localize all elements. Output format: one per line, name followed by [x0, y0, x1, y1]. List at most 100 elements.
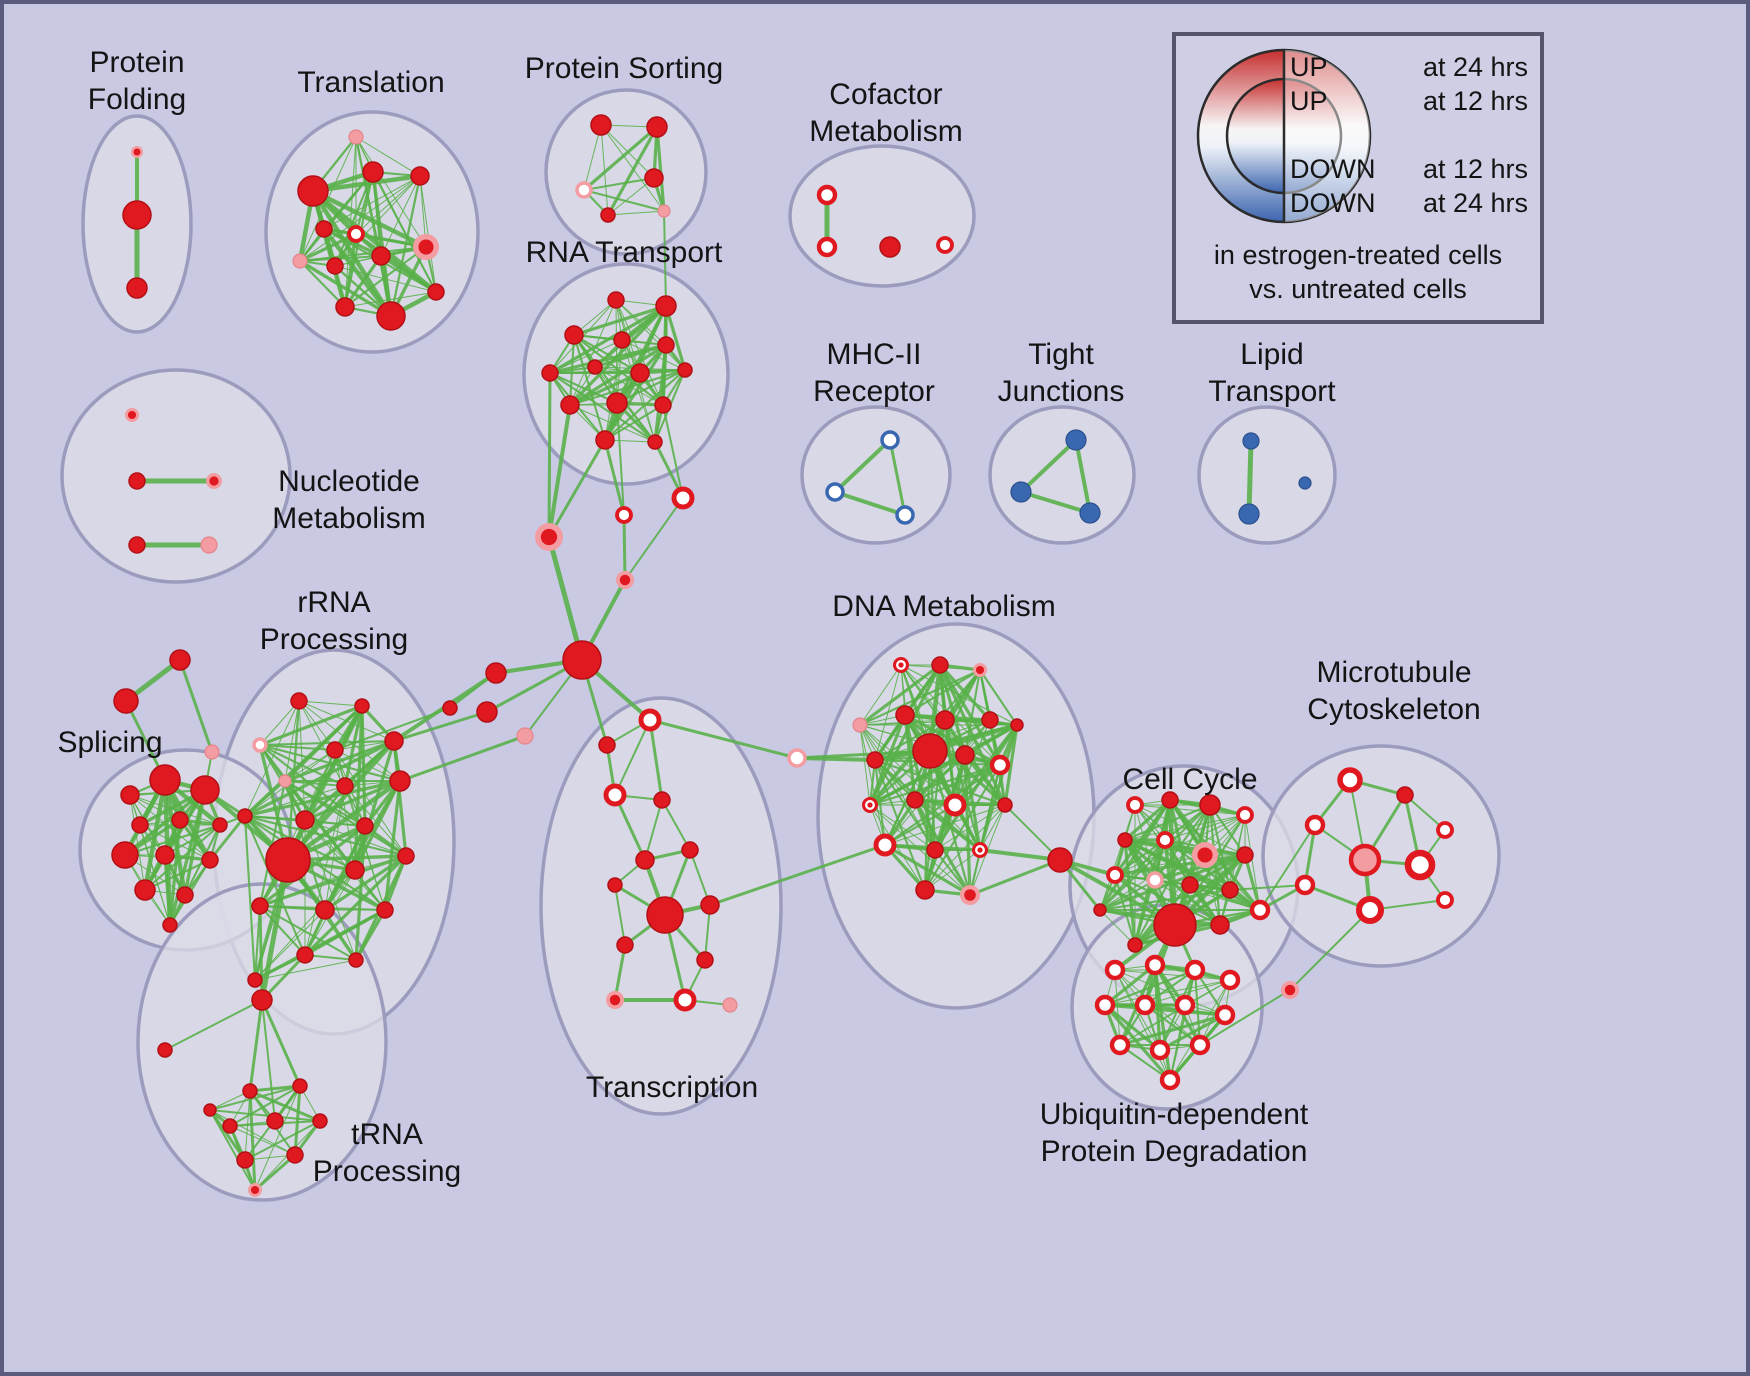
edge	[243, 814, 408, 858]
node-rna-transport	[655, 295, 677, 317]
node-translation	[292, 253, 308, 269]
edge	[888, 438, 907, 517]
cluster-label-cell-cycle: Cell Cycle	[1122, 763, 1257, 796]
edge	[139, 824, 211, 861]
edge	[1113, 838, 1167, 877]
node-tight-junctions	[1010, 481, 1032, 503]
edge	[322, 227, 428, 249]
node-cofactor-metabolism	[816, 184, 838, 206]
cluster-label-protein-sorting: Protein Sorting	[525, 52, 723, 85]
node-cofactor-metabolism	[816, 236, 838, 258]
edge	[392, 739, 408, 858]
node-splicing	[155, 845, 175, 865]
edge	[938, 663, 1002, 767]
edge	[689, 849, 711, 906]
edge	[1004, 804, 1061, 861]
edge	[923, 763, 1002, 892]
edge	[293, 1084, 302, 1157]
edge	[869, 804, 936, 851]
node-protein-sorting	[600, 207, 616, 223]
edge	[568, 371, 642, 407]
node-dna-metabolism	[989, 754, 1011, 776]
node-cell-cycle	[1236, 806, 1254, 824]
node-rrna-processing	[290, 692, 308, 710]
connector-node	[1047, 847, 1073, 873]
edge	[284, 749, 336, 782]
edge	[209, 1109, 256, 1191]
connector-node	[535, 523, 563, 551]
node-ubiquitin-degradation	[1134, 994, 1156, 1016]
node-cell-cycle	[1199, 794, 1221, 816]
node-translation	[362, 161, 384, 183]
edge	[298, 700, 336, 751]
edge	[644, 799, 663, 861]
node-translation	[297, 175, 329, 207]
edge	[244, 1120, 321, 1161]
edge	[229, 1125, 296, 1156]
node-transcription	[616, 936, 634, 954]
node-cell-cycle	[1127, 937, 1143, 953]
edge	[615, 299, 618, 404]
edge	[1143, 1003, 1202, 1047]
legend-caption-line2: vs. untreated cells	[1249, 274, 1467, 304]
node-rrna-processing	[247, 972, 263, 988]
node-cell-cycle	[1126, 796, 1144, 814]
node-cell-cycle	[1236, 846, 1254, 864]
node-rna-transport	[595, 430, 615, 450]
edge	[123, 823, 222, 857]
edge	[208, 814, 247, 862]
edge	[546, 534, 585, 663]
node-dna-metabolism	[931, 656, 949, 674]
edge	[1113, 853, 1247, 877]
node-rna-transport	[677, 362, 693, 378]
edge	[1246, 438, 1254, 517]
edge	[963, 753, 1007, 807]
node-cell-cycle	[1192, 842, 1218, 868]
connector-node	[615, 506, 633, 524]
edge	[582, 188, 666, 213]
node-protein-folding	[122, 200, 152, 230]
edge	[254, 869, 356, 981]
edge	[547, 438, 607, 539]
edge	[859, 724, 871, 806]
node-dna-metabolism	[943, 793, 967, 817]
edge	[259, 857, 291, 1003]
legend: UP UP DOWN DOWN at 24 hrs at 12 hrs at 1…	[1172, 32, 1544, 324]
node-transcription	[606, 991, 624, 1009]
node-dna-metabolism	[960, 885, 980, 905]
node-trna-processing	[203, 1103, 217, 1117]
edge	[392, 710, 489, 743]
node-splicing	[212, 817, 228, 833]
edge	[209, 1085, 301, 1111]
connector-node	[787, 748, 807, 768]
edge	[978, 848, 1062, 862]
node-rrna-processing	[336, 777, 354, 795]
node-splicing	[162, 917, 178, 933]
node-ubiquitin-degradation	[1184, 959, 1206, 981]
edge	[323, 854, 408, 912]
edge	[648, 718, 799, 760]
node-trna-processing	[242, 1083, 258, 1099]
edge	[622, 513, 627, 582]
edge	[913, 763, 1002, 802]
edge	[323, 175, 421, 230]
edge	[1104, 979, 1231, 1006]
node-cell-cycle	[1106, 866, 1124, 884]
edge	[868, 763, 1002, 807]
cluster-ellipse-protein-sorting	[544, 88, 708, 256]
edge	[1123, 803, 1212, 842]
edge	[614, 884, 626, 946]
edge	[163, 823, 222, 857]
edge	[248, 998, 264, 1093]
edge	[258, 743, 347, 788]
edge	[310, 173, 423, 194]
node-protein-folding	[126, 277, 148, 299]
edge	[572, 304, 668, 337]
edge	[355, 175, 421, 235]
node-cell-cycle	[1181, 876, 1199, 894]
node-transcription	[696, 951, 714, 969]
edge	[603, 403, 665, 442]
